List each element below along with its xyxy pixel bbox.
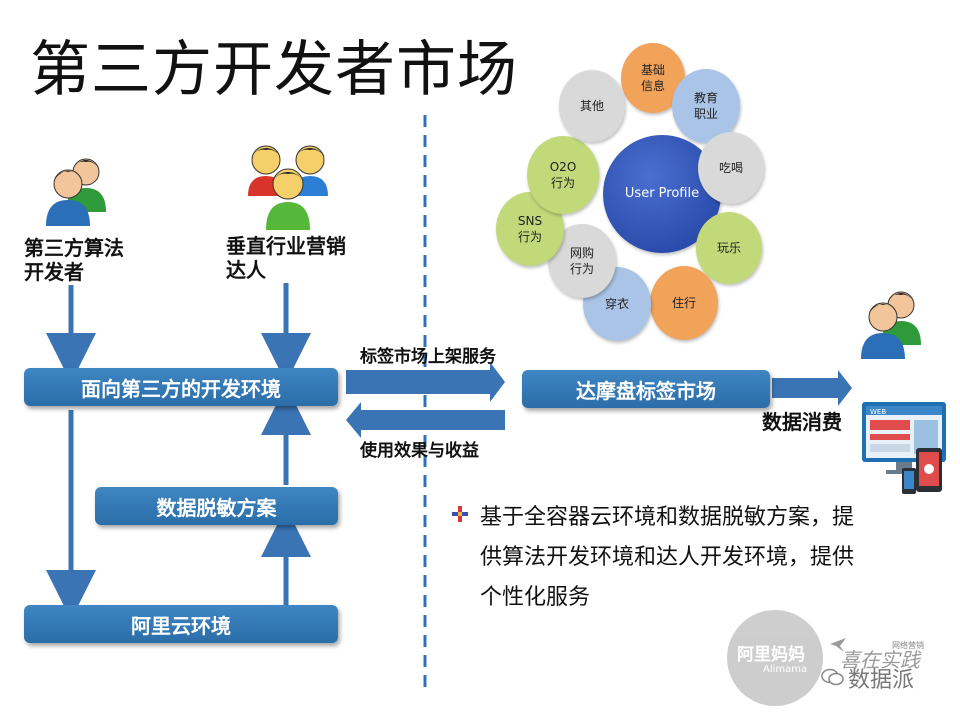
practice-logo-small: 网络营销 <box>892 641 924 650</box>
profile-attribute-2: 吃喝 <box>698 132 764 204</box>
practice-logo: 喜在实践 <box>840 648 920 672</box>
arrow-data-consume <box>772 370 852 406</box>
screen-web-label: WEB <box>870 408 886 416</box>
consumer-people-icon <box>855 283 925 363</box>
alimama-logo: 阿里妈妈 Alimama <box>727 610 823 706</box>
box-data-desensitization: 数据脱敏方案 <box>95 487 338 525</box>
label-algo-developer: 第三方算法 开发者 <box>24 236 124 284</box>
alimama-logo-sub: Alimama <box>763 664 808 675</box>
bird-icon <box>830 636 846 652</box>
alimama-logo-text: 阿里妈妈 <box>737 645 805 665</box>
wechat-account-name: 数据派 <box>848 668 915 693</box>
profile-attribute-4: 住行 <box>650 266 718 340</box>
web-devices-icon: WEB <box>858 398 950 502</box>
wechat-icon <box>821 668 844 686</box>
marketers-group-icon <box>246 138 332 234</box>
page-title: 第三方开发者市场 <box>30 35 518 105</box>
box-damopan-tag-market: 达摩盘标签市场 <box>522 370 770 408</box>
profile-attribute-3: 玩乐 <box>696 212 762 284</box>
profile-attribute-1: 教育 职业 <box>672 69 740 143</box>
label-data-consumption: 数据消费 <box>762 410 842 434</box>
arrow-back-from-market <box>346 402 505 438</box>
profile-attribute-8: O2O 行为 <box>527 136 599 214</box>
developer-people-icon <box>40 150 110 230</box>
label-effect-revenue: 使用效果与收益 <box>360 441 479 461</box>
profile-attribute-9: 其他 <box>559 70 625 142</box>
bullet-description: 基于全容器云环境和数据脱敏方案，提 供算法开发环境和达人开发环境，提供 个性化服… <box>480 505 855 610</box>
label-listing-service: 标签市场上架服务 <box>360 347 496 367</box>
box-aliyun-environment: 阿里云环境 <box>24 605 338 643</box>
arrow-to-market <box>346 362 505 402</box>
label-vertical-marketer: 垂直行业营销 达人 <box>226 234 346 282</box>
bullet-icon <box>452 506 468 522</box>
box-dev-environment: 面向第三方的开发环境 <box>24 368 338 406</box>
